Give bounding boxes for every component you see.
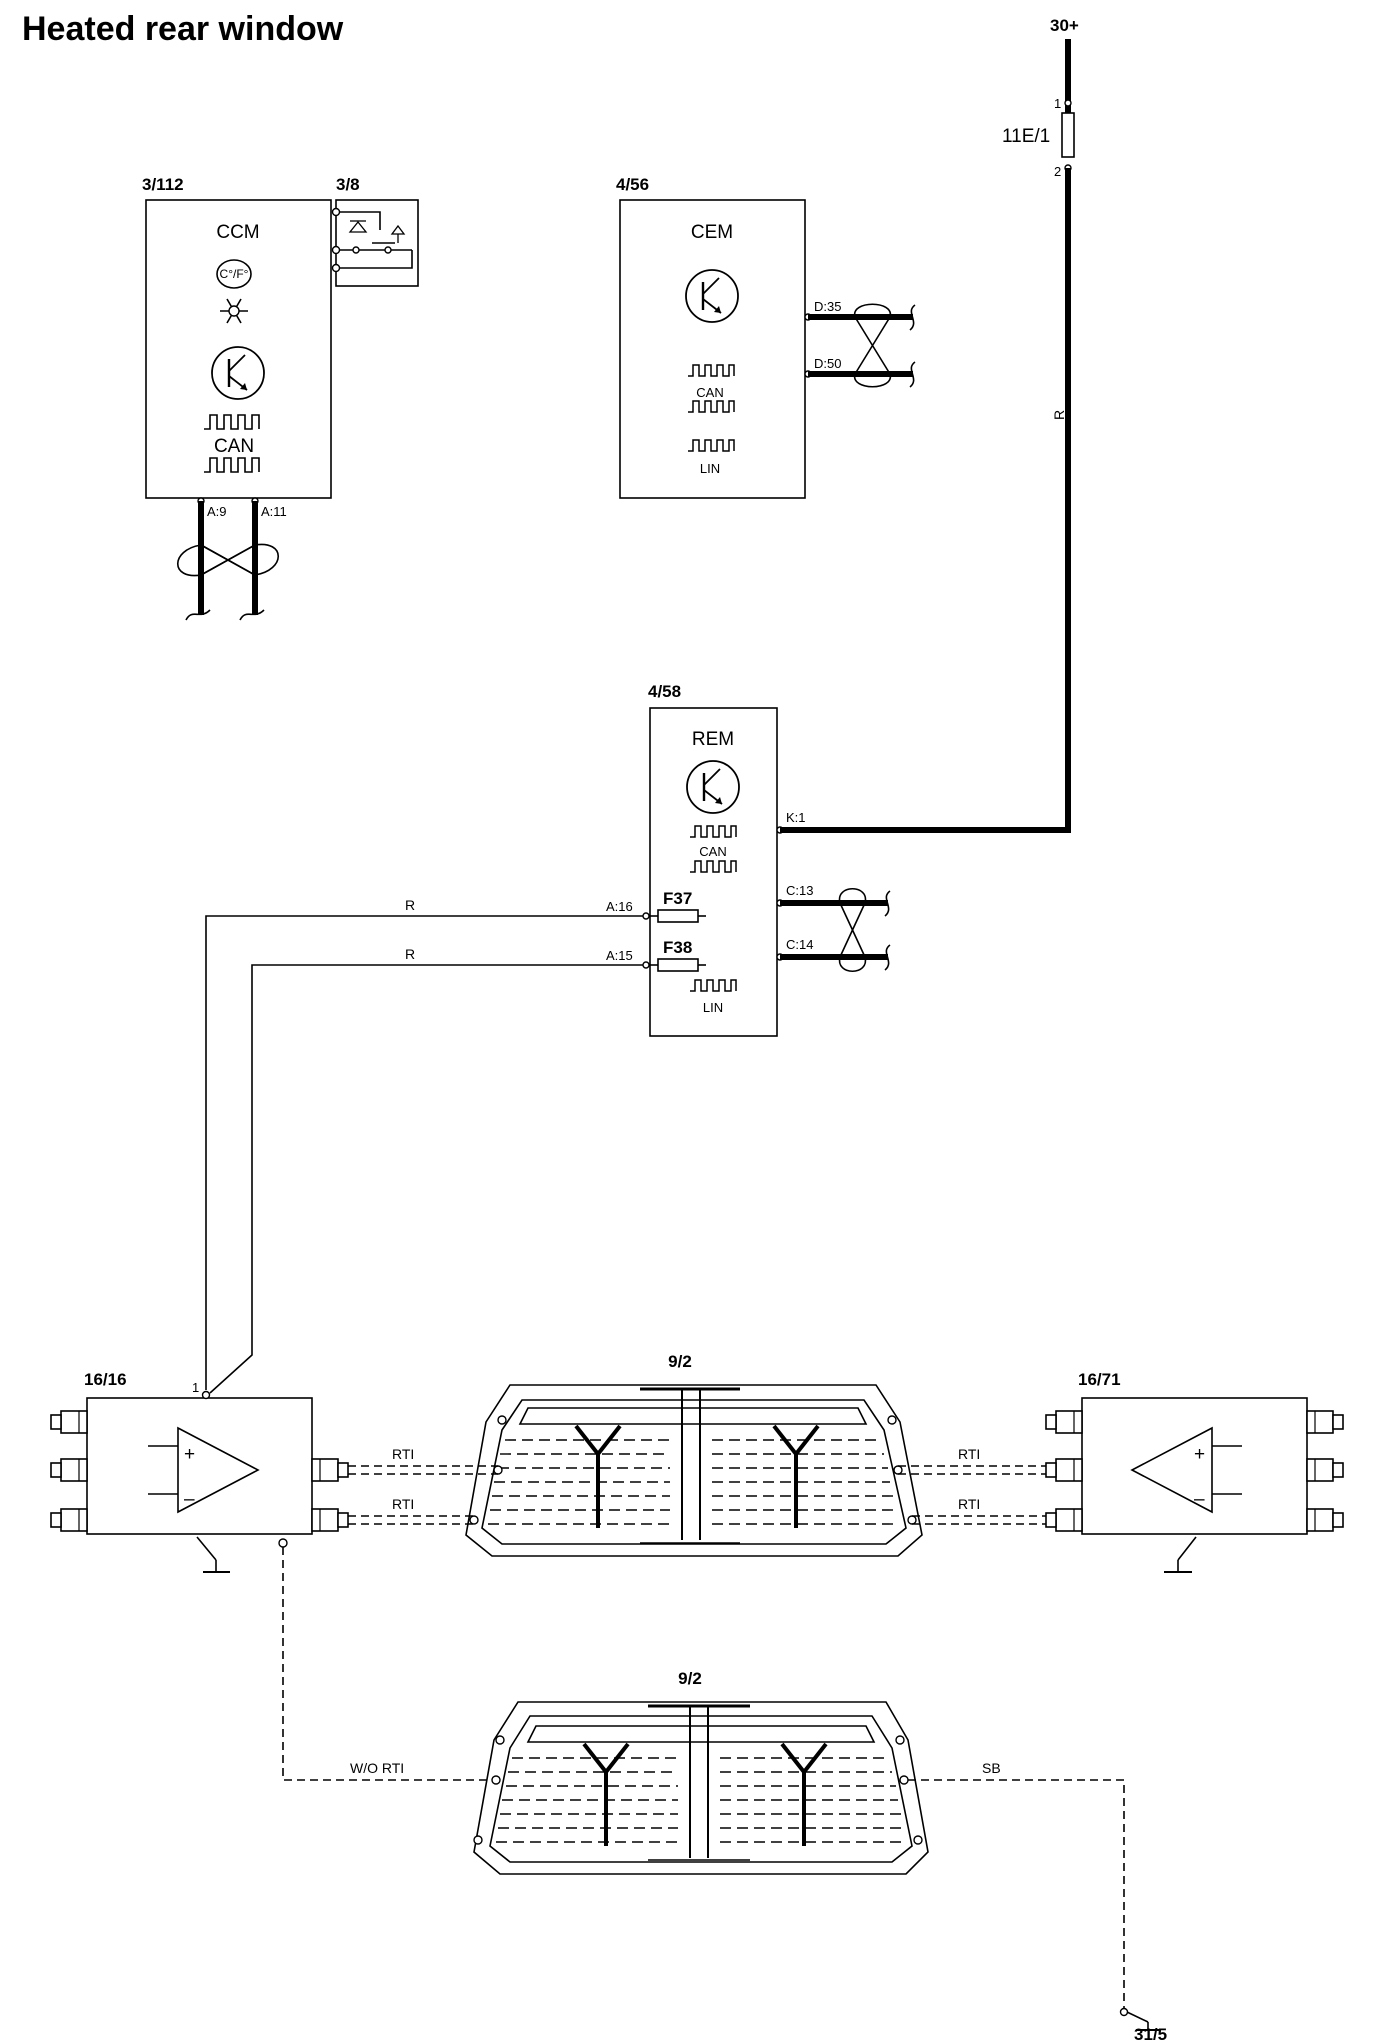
wire-rti-right-top: RTI	[958, 1446, 980, 1462]
cem-module: 4/56 CEM CAN LIN D:35 D:50	[616, 175, 916, 499]
rem-pin-a16: A:16	[606, 899, 633, 914]
rem-pin-a15: A:15	[606, 948, 633, 963]
minus-icon: –	[1194, 1489, 1205, 1510]
rti-cables-right: RTI RTI	[898, 1446, 1046, 1525]
amplifier-symbol-icon	[1130, 1426, 1213, 1514]
plus-icon: +	[184, 1444, 195, 1465]
wire-rti-right-bottom: RTI	[958, 1496, 980, 1512]
amplifier-left: 16/16 1 + –	[50, 1370, 349, 1573]
transistor-icon	[685, 759, 741, 815]
coax-connector-icon	[50, 1508, 88, 1532]
temp-symbol: C°/F°	[220, 267, 249, 281]
window-top-id: 9/2	[668, 1352, 692, 1371]
coax-connector-icon	[1306, 1458, 1344, 1482]
twisted-pair-icon	[838, 888, 867, 904]
ccm-module: 3/112 CCM C°/F° CAN A:9 A:11	[142, 175, 332, 621]
coax-connector-icon	[1306, 1410, 1344, 1434]
ccm-id: 3/112	[142, 175, 184, 194]
diagram-title: Heated rear window	[22, 10, 344, 48]
cem-pin-d50: D:50	[814, 356, 841, 371]
coax-connector-icon	[311, 1508, 349, 1532]
wire-r-lower: R	[405, 946, 415, 962]
rear-window-top: 9/2	[465, 1352, 923, 1557]
coax-connector-icon	[1045, 1458, 1083, 1482]
wire-r-upper: R	[405, 897, 415, 913]
cem-bus-can: CAN	[696, 385, 723, 400]
window-bottom-id: 9/2	[678, 1669, 702, 1688]
fuse-11e1	[1061, 112, 1075, 158]
cem-name: CEM	[691, 222, 733, 243]
amp-left-id: 16/16	[84, 1370, 127, 1389]
rear-window-bottom: 9/2	[473, 1669, 929, 1875]
supply-wire-color: R	[1051, 410, 1067, 420]
wo-rti-cable: W/O RTI	[282, 1547, 492, 1781]
antenna-right-icon	[772, 1424, 820, 1530]
transistor-icon	[684, 268, 740, 324]
amplifier-symbol-icon	[177, 1426, 260, 1514]
minus-icon: –	[184, 1489, 195, 1510]
ccm-pin-a11: A:11	[261, 504, 287, 519]
ccm-bus: CAN	[214, 436, 254, 457]
amp-left-pin-1: 1	[192, 1380, 199, 1395]
amplifier-right: 16/71 + –	[1045, 1370, 1344, 1573]
ground-label: 31/5	[1134, 2025, 1167, 2040]
fuse-pin-1: 1	[1054, 96, 1061, 111]
supply-label: 30+	[1050, 16, 1079, 35]
transistor-icon	[210, 345, 266, 401]
cem-pin-d35: D:35	[814, 299, 841, 314]
fuse-f37	[657, 909, 699, 923]
rem-bus-can: CAN	[699, 844, 726, 859]
rti-cables-left: RTI RTI	[348, 1446, 498, 1525]
switch-id: 3/8	[336, 175, 360, 194]
r-wires: R R	[205, 897, 643, 1394]
rem-pin-k1: K:1	[786, 810, 806, 825]
led-icon	[348, 220, 368, 233]
wire-wo-rti: W/O RTI	[350, 1760, 404, 1776]
cem-bus-lin: LIN	[700, 461, 720, 476]
coax-connector-icon	[1306, 1508, 1344, 1532]
rem-pin-c13: C:13	[786, 883, 813, 898]
cem-id: 4/56	[616, 175, 649, 194]
rem-id: 4/58	[648, 682, 681, 701]
fuse-pin-2: 2	[1054, 164, 1061, 179]
fuse-f38	[657, 958, 699, 972]
ccm-name: CCM	[216, 222, 259, 243]
antenna-left-icon	[574, 1424, 622, 1530]
power-supply: 30+ 1 11E/1 2 R	[1002, 16, 1079, 833]
coax-connector-icon	[1045, 1410, 1083, 1434]
wire-sb: SB	[982, 1760, 1001, 1776]
plus-icon: +	[1194, 1444, 1205, 1465]
wire-rti-left-bottom: RTI	[392, 1496, 414, 1512]
antenna-right-icon	[780, 1742, 828, 1848]
snowflake-icon	[220, 298, 248, 324]
fuse-f38-label: F38	[663, 938, 692, 957]
amp-right-id: 16/71	[1078, 1370, 1121, 1389]
ccm-pin-a9: A:9	[207, 504, 227, 519]
rem-name: REM	[692, 729, 734, 750]
wire-rti-left-top: RTI	[392, 1446, 414, 1462]
rem-bus-lin: LIN	[703, 1000, 723, 1015]
rem-pin-c14: C:14	[786, 937, 813, 952]
twisted-pair-icon	[854, 303, 891, 318]
coax-connector-icon	[50, 1410, 88, 1434]
coax-connector-icon	[1045, 1508, 1083, 1532]
sb-ground-cable: SB 31/5	[908, 1760, 1167, 2040]
rem-module: 4/58 REM CAN LIN K:1 C:13 C:14 F37 F38	[606, 682, 1071, 1037]
switch-module: 3/8	[331, 175, 419, 287]
coax-connector-icon	[50, 1458, 88, 1482]
fuse-label: 11E/1	[1002, 126, 1050, 147]
temperature-icon	[216, 259, 252, 289]
fuse-f37-label: F37	[663, 889, 692, 908]
antenna-left-icon	[582, 1742, 630, 1848]
coax-connector-icon	[311, 1458, 349, 1482]
